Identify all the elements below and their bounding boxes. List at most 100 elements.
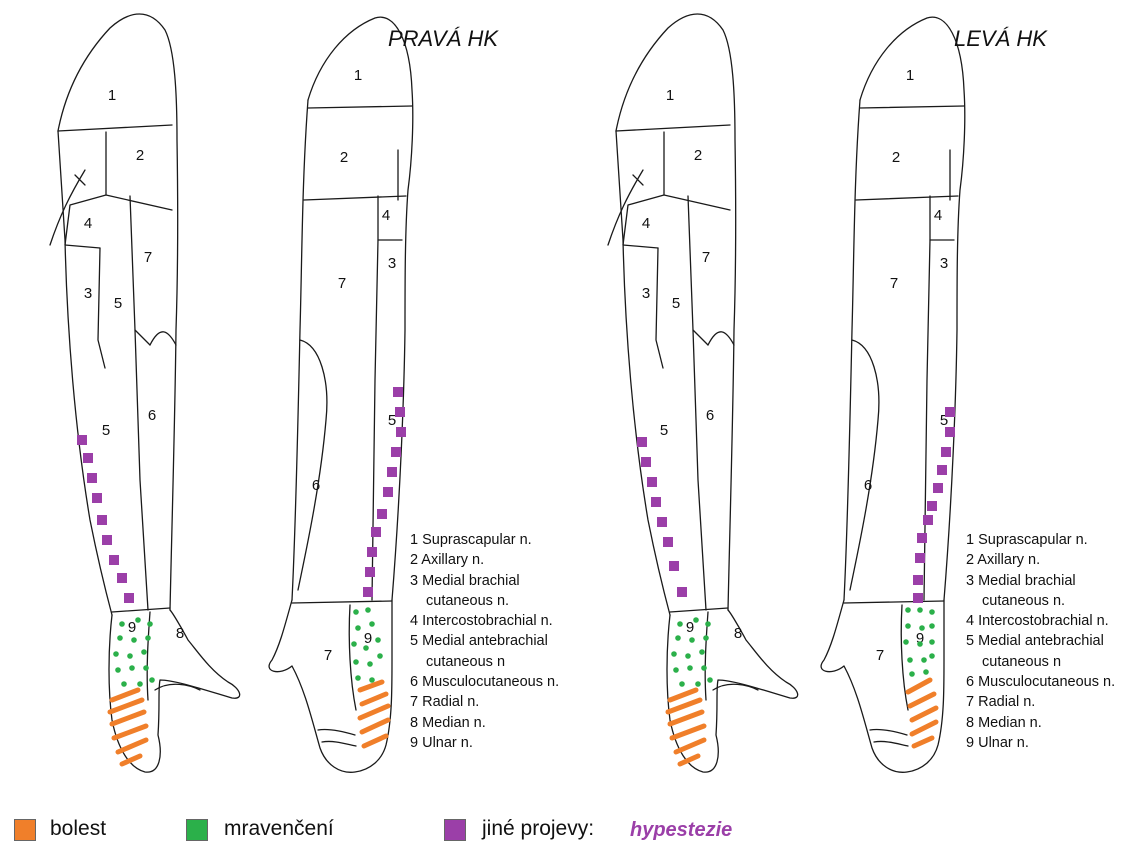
- nerve-item: 8 Median n.: [410, 713, 559, 733]
- region-label: 6: [148, 407, 156, 424]
- hypesthesia-marker: [677, 587, 687, 597]
- tingling-marker: [921, 657, 927, 663]
- region-label: 7: [702, 249, 710, 266]
- hypesthesia-marker: [87, 473, 97, 483]
- wrist-line: [670, 608, 728, 612]
- region-label: 2: [694, 147, 702, 164]
- palm-crease: [155, 684, 200, 690]
- region-label: 1: [354, 67, 362, 84]
- hypesthesia-marker: [945, 427, 955, 437]
- region-5-upper-line: [130, 196, 150, 345]
- region-label: 4: [642, 215, 650, 232]
- hypesthesia-marker: [83, 453, 93, 463]
- hypesthesia-marker: [391, 447, 401, 457]
- tingling-marker: [143, 665, 149, 671]
- tingling-marker: [127, 653, 133, 659]
- nerve-item: 1 Suprascapular n.: [410, 530, 559, 550]
- tingling-marker: [145, 635, 151, 641]
- hypesthesia-marker: [637, 437, 647, 447]
- wrist-line: [112, 608, 170, 612]
- region-label: 6: [706, 407, 714, 424]
- region-label: 5: [672, 295, 680, 312]
- legend-label-other: jiné projevy:: [482, 817, 594, 841]
- region-label: 8: [734, 625, 742, 642]
- hypesthesia-marker: [377, 509, 387, 519]
- pain-marker: [670, 712, 702, 724]
- hypesthesia-marker: [915, 553, 925, 563]
- region-label: 7: [144, 249, 152, 266]
- nerve-item: 8 Median n.: [966, 713, 1115, 733]
- tingling-marker: [129, 665, 135, 671]
- nerve-item: 5 Medial antebrachial: [966, 631, 1115, 651]
- region-label: 1: [906, 67, 914, 84]
- legend-label-tingling: mravenčení: [224, 817, 334, 841]
- hypesthesia-marker: [367, 547, 377, 557]
- pain-marker: [360, 682, 382, 690]
- pain-marker: [912, 722, 936, 734]
- nerve-item: 3 Medial brachial: [966, 571, 1115, 591]
- wrist-line: [292, 601, 392, 603]
- legend-other-value: hypestezie: [630, 819, 732, 842]
- tingling-marker: [919, 625, 925, 631]
- hypesthesia-marker: [669, 561, 679, 571]
- hypesthesia-marker: [647, 477, 657, 487]
- tingling-marker: [137, 681, 143, 687]
- region-label: 3: [84, 285, 92, 302]
- region-label: 7: [876, 647, 884, 664]
- pain-marker: [360, 706, 388, 718]
- tingling-marker: [353, 659, 359, 665]
- palm-crease: [713, 684, 758, 690]
- hypesthesia-marker: [917, 533, 927, 543]
- tingling-marker: [677, 621, 683, 627]
- hypesthesia-marker: [923, 515, 933, 525]
- pain-marker: [672, 726, 704, 738]
- tingling-marker: [695, 681, 701, 687]
- posterior-arm-left: 124375697: [821, 17, 965, 772]
- legend: bolest mravenčení jiné projevy: hypestez…: [0, 815, 1136, 845]
- pain-marker: [364, 736, 386, 746]
- legend-swatch-other: [444, 819, 466, 841]
- region-3-outline: [656, 248, 663, 368]
- pain-marker: [362, 694, 386, 704]
- nerve-list-right: 1 Suprascapular n. 2 Axillary n. 3 Media…: [410, 530, 559, 753]
- pain-marker: [118, 740, 146, 752]
- tingling-marker: [929, 609, 935, 615]
- arm-medial-edge: [616, 131, 670, 615]
- hypesthesia-marker: [937, 465, 947, 475]
- hypesthesia-marker: [913, 593, 923, 603]
- tingling-marker: [917, 641, 923, 647]
- nerve-item: 9 Ulnar n.: [410, 733, 559, 753]
- region-label: 4: [84, 215, 92, 232]
- pain-marker: [114, 726, 146, 738]
- legend-swatch-pain: [14, 819, 36, 841]
- hypesthesia-marker: [77, 435, 87, 445]
- arm-outline-right: [860, 17, 965, 600]
- region-5-upper-line: [688, 196, 708, 345]
- tingling-marker: [377, 653, 383, 659]
- tingling-marker: [355, 625, 361, 631]
- pain-marker: [908, 680, 930, 692]
- region-label: 9: [686, 619, 694, 636]
- hypesthesia-marker: [383, 487, 393, 497]
- hypesthesia-marker: [657, 517, 667, 527]
- tingling-marker: [705, 621, 711, 627]
- nerve-item: 4 Intercostobrachial n.: [410, 611, 559, 631]
- nerve-item: 4 Intercostobrachial n.: [966, 611, 1115, 631]
- nerve-item: 5 Medial antebrachial: [410, 631, 559, 651]
- region-label: 4: [934, 207, 942, 224]
- nerve-item: cutaneous n.: [410, 591, 559, 611]
- tingling-marker: [905, 623, 911, 629]
- nerve-list-left: 1 Suprascapular n. 2 Axillary n. 3 Media…: [966, 530, 1115, 753]
- ulnar-line: [372, 240, 378, 600]
- tingling-marker: [363, 645, 369, 651]
- arm-outline-left: [292, 100, 308, 600]
- ulnar-line: [924, 240, 930, 600]
- region-label: 5: [102, 422, 110, 439]
- tingling-marker: [351, 641, 357, 647]
- tingling-marker: [355, 675, 361, 681]
- region-label: 5: [660, 422, 668, 439]
- arm-outline-right: [308, 17, 413, 600]
- tingling-marker: [685, 653, 691, 659]
- wrist-line: [844, 601, 944, 603]
- shoulder-line: [58, 125, 172, 131]
